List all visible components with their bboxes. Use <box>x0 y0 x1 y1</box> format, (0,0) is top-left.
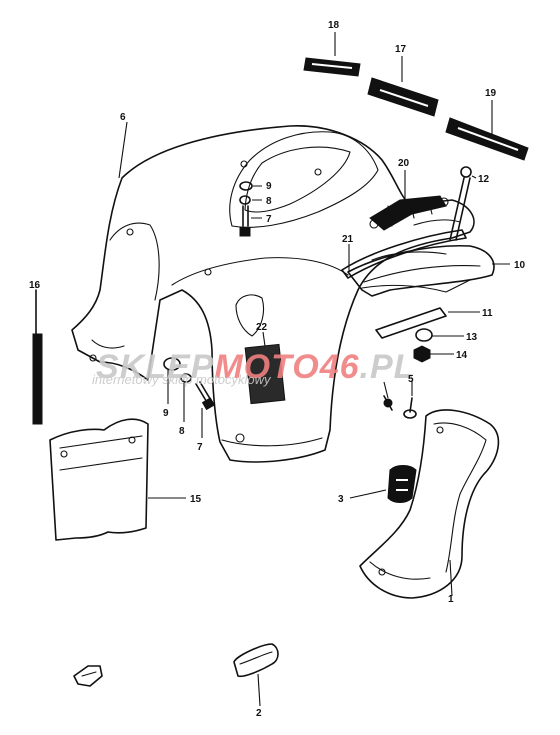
fastener-part-5 <box>383 380 417 419</box>
callout-5: 5 <box>408 374 414 385</box>
callout-22: 22 <box>256 322 268 333</box>
callout-21: 21 <box>342 234 354 245</box>
callout-1: 1 <box>448 594 454 605</box>
front-direction-arrow-icon <box>73 665 103 687</box>
callout-20: 20 <box>398 158 410 169</box>
rear-fender-part-6 <box>71 125 475 463</box>
watermark-brand: SKLEPMOTO46.PL <box>96 348 415 386</box>
callout-19: 19 <box>485 88 497 99</box>
mudguard-part-1 <box>359 409 500 599</box>
emblem-part-19 <box>445 117 529 161</box>
callout-9-lower: 9 <box>163 408 169 419</box>
plate-part-11 <box>375 307 447 339</box>
callout-10: 10 <box>514 260 526 271</box>
callout-15: 15 <box>190 494 202 505</box>
callout-numbers: 1 2 3 5 6 7 7 8 8 9 9 10 11 12 13 14 15 … <box>29 20 526 719</box>
watermark: SKLEPMOTO46.PL internetowy sklep motocyk… <box>92 348 415 387</box>
callout-12: 12 <box>478 174 490 185</box>
clip-part-2 <box>233 643 279 678</box>
emblem-part-18 <box>303 57 361 77</box>
callout-6: 6 <box>120 112 126 123</box>
watermark-tagline: internetowy sklep motocyklowy <box>92 372 272 387</box>
callout-8-lower: 8 <box>179 426 185 437</box>
leader-lines <box>35 32 510 707</box>
trim-strip-part-21 <box>341 229 467 279</box>
callout-14: 14 <box>456 350 468 361</box>
lower-fastener-stack <box>163 357 216 411</box>
callout-13: 13 <box>466 332 478 343</box>
callout-7-upper: 7 <box>266 214 272 225</box>
bolt-part-12 <box>449 166 472 241</box>
upper-fastener-stack <box>239 181 262 237</box>
callout-16: 16 <box>29 280 41 291</box>
reflector-part-3 <box>387 465 417 503</box>
callout-7-lower: 7 <box>197 442 203 453</box>
callout-18: 18 <box>328 20 340 31</box>
callout-17: 17 <box>395 44 407 55</box>
callout-9-upper: 9 <box>266 181 272 192</box>
callout-8-upper: 8 <box>266 196 272 207</box>
nut-part-14 <box>413 345 431 363</box>
callout-11: 11 <box>482 308 493 319</box>
emblem-part-17 <box>367 77 439 117</box>
callout-2: 2 <box>256 708 262 719</box>
flap-part-15 <box>49 418 149 541</box>
callout-3: 3 <box>338 494 344 505</box>
washer-part-13 <box>415 328 433 342</box>
label-plate-22 <box>244 343 286 405</box>
bracket-part-20 <box>369 195 449 231</box>
rear-fender-extension-part-10 <box>347 244 495 297</box>
rod-part-16 <box>32 289 43 425</box>
